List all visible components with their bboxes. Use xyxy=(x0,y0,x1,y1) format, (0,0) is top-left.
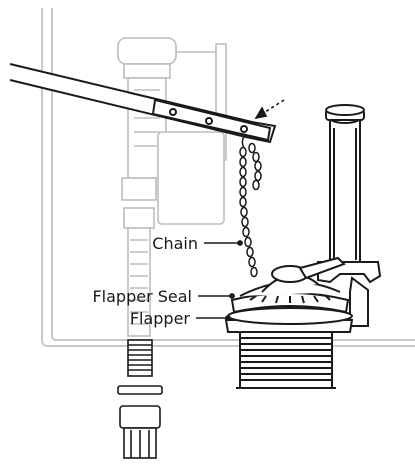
callout-lines xyxy=(196,240,243,321)
tank-outline xyxy=(41,8,415,347)
flapper xyxy=(227,256,353,325)
flush-valve-body xyxy=(224,319,354,389)
pointer-arrow xyxy=(254,99,285,120)
chain xyxy=(239,133,262,278)
fill-valve-shank xyxy=(117,339,163,459)
flapper-seal-label: Flapper Seal xyxy=(92,287,192,306)
overflow-tube xyxy=(325,104,365,269)
fill-valve xyxy=(117,37,227,337)
flapper-label: Flapper xyxy=(130,309,191,328)
trip-lever xyxy=(9,63,277,144)
chain-label: Chain xyxy=(152,234,198,253)
